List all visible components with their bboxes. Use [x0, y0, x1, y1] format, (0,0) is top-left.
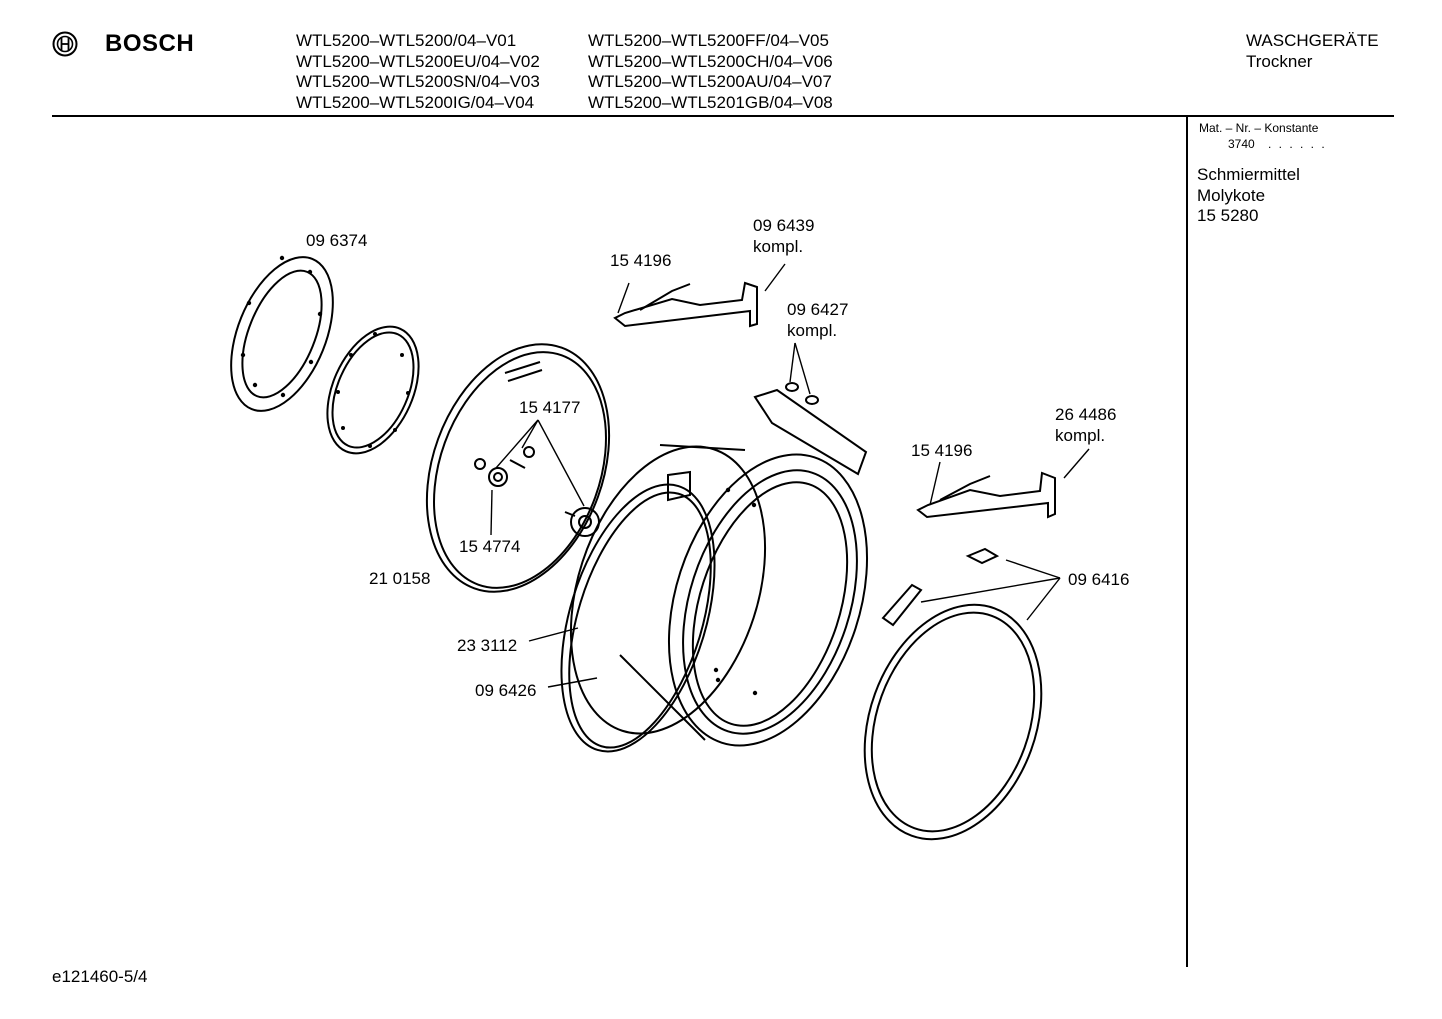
exploded-drawing — [230, 255, 1090, 841]
lubricant-block: Schmiermittel Molykote 15 5280 — [1197, 165, 1300, 227]
material-number-label: Mat. – Nr. – Konstante — [1199, 121, 1319, 135]
model-line: WTL5200–WTL5200IG/04–V04 — [296, 92, 535, 112]
callout-210158: 21 0158 — [369, 569, 431, 588]
model-line: WTL5200–WTL5201GB/04–V08 — [588, 92, 833, 112]
part-note: kompl. — [1055, 425, 1106, 445]
subcategory-title: Trockner — [1246, 51, 1313, 71]
drum-seal-ring — [560, 483, 716, 753]
model-line: WTL5200–WTL5200EU/04–V02 — [296, 51, 540, 71]
category-title: WASCHGERÄTE — [1246, 31, 1379, 50]
leader-lines — [490, 263, 1090, 688]
model-line: WTL5200–WTL5200CH/04–V06 — [588, 51, 833, 71]
callout-154196-upper: 15 4196 — [610, 251, 672, 270]
part-note: kompl. — [787, 320, 838, 340]
model-line: WTL5200–WTL5200FF/04–V05 — [588, 31, 829, 50]
part-number: 09 6427 — [787, 300, 849, 319]
callout-233112: 23 3112 — [457, 636, 518, 655]
drum-body — [569, 444, 869, 747]
brand-name: BOSCH — [105, 30, 195, 57]
callout-096426: 09 6426 — [475, 681, 537, 700]
callout-096439: 09 6439 kompl. — [753, 216, 814, 257]
callout-264486: 26 4486 kompl. — [1055, 405, 1116, 446]
drawing-code: e121460-5/4 — [52, 967, 148, 986]
front-seal-ring-large — [863, 603, 1043, 841]
callout-154774: 15 4774 — [459, 537, 521, 556]
header-divider — [52, 115, 1394, 117]
callout-154177: 15 4177 — [519, 398, 581, 417]
callout-154196-lower: 15 4196 — [911, 441, 973, 460]
felt-strip — [881, 583, 923, 627]
model-line: WTL5200–WTL5200SN/04–V03 — [296, 72, 540, 91]
part-number: 26 4486 — [1055, 405, 1117, 424]
callout-096374: 09 6374 — [306, 231, 368, 250]
lubricant-number: 15 5280 — [1197, 206, 1259, 225]
part-note: kompl. — [753, 236, 804, 256]
lubricant-title: Schmiermittel — [1197, 165, 1300, 184]
part-number: 09 6439 — [753, 216, 815, 235]
lower-bearing-bracket — [916, 471, 1056, 519]
support-rail — [753, 382, 868, 476]
lubricant-name: Molykote — [1197, 185, 1266, 205]
front-flange-ring — [230, 255, 334, 412]
sidebar-divider — [1186, 117, 1188, 967]
callout-096416: 09 6416 — [1068, 570, 1130, 589]
brand: BOSCH — [52, 30, 194, 58]
model-list-right: WTL5200–WTL5200FF/04–V05 WTL5200–WTL5200… — [588, 31, 833, 113]
felt-pad — [965, 547, 1000, 565]
front-gasket-ring — [326, 325, 420, 455]
material-number-value: 3740 — [1228, 137, 1255, 151]
bosch-logo-icon — [52, 31, 78, 57]
material-number-dots: . . . . . . — [1268, 137, 1327, 151]
callout-096427: 09 6427 kompl. — [787, 300, 848, 341]
rear-drum-panel — [425, 343, 611, 593]
model-list-left: WTL5200–WTL5200/04–V01 WTL5200–WTL5200EU… — [296, 31, 540, 113]
upper-bearing-bracket — [613, 281, 758, 328]
category-block: WASCHGERÄTE Trockner — [1246, 31, 1379, 72]
model-line: WTL5200–WTL5200/04–V01 — [296, 31, 517, 50]
model-line: WTL5200–WTL5200AU/04–V07 — [588, 72, 832, 91]
